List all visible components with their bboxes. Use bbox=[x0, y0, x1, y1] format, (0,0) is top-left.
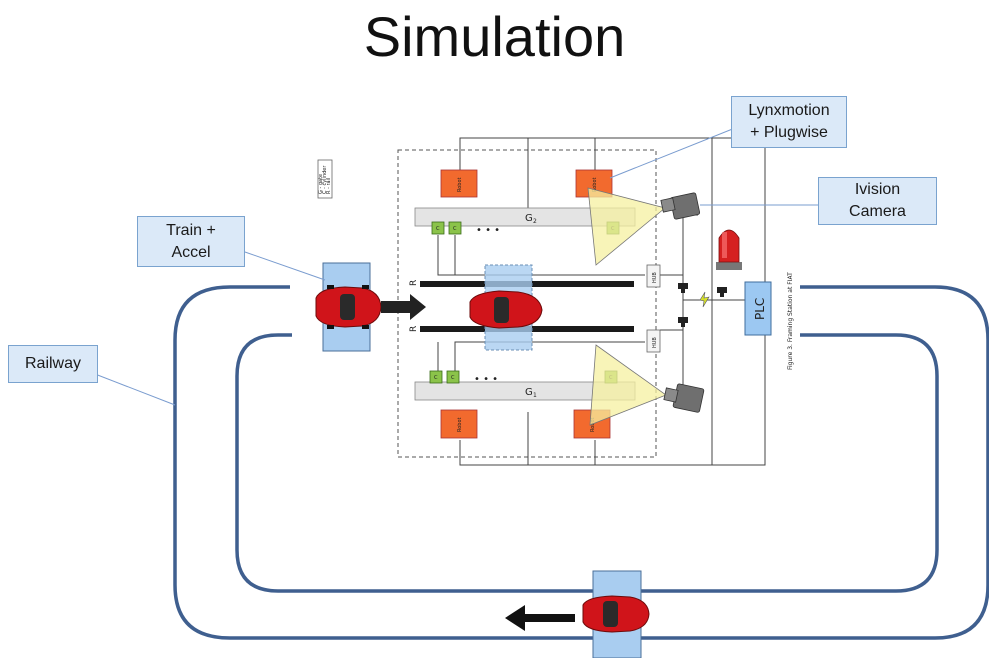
svg-text:C: C bbox=[451, 375, 455, 381]
camera-icon-top bbox=[660, 192, 701, 220]
plc-label: PLC bbox=[753, 298, 767, 320]
hub-bottom: HUB bbox=[646, 329, 661, 353]
camera-bottom-view bbox=[589, 344, 667, 426]
cylinders-bottom: C C C bbox=[429, 370, 618, 384]
train-car-returning bbox=[582, 595, 650, 633]
rail-bottom-label: R bbox=[409, 326, 419, 332]
callout-railway: Railway bbox=[8, 345, 98, 383]
railway-track bbox=[173, 285, 989, 640]
svg-text:G: G bbox=[525, 213, 533, 224]
svg-text:C: C bbox=[453, 226, 457, 232]
callout-connectors bbox=[94, 127, 820, 406]
svg-text:1: 1 bbox=[533, 392, 537, 399]
svg-text:C: C bbox=[436, 226, 440, 232]
lightning-icon bbox=[699, 291, 710, 308]
plc-box: PLC bbox=[744, 281, 772, 336]
legend-item-rail: R - rail bbox=[326, 178, 332, 194]
callout-lynxmotion-plugwise: Lynxmotion + Plugwise bbox=[731, 96, 847, 148]
arrow-left-icon bbox=[505, 605, 575, 631]
camera-top-view bbox=[587, 187, 666, 266]
legend-item-cylinder: C - cylinder bbox=[322, 165, 328, 194]
rail-top-label: R bbox=[409, 280, 419, 286]
callout-ivision-camera: Ivision Camera bbox=[818, 177, 937, 225]
ellipsis-bottom: • • • bbox=[474, 374, 498, 385]
train-car-entering bbox=[315, 285, 382, 329]
railway-outer-track bbox=[173, 285, 989, 640]
svg-text:Robot: Robot bbox=[592, 177, 598, 192]
svg-text:C: C bbox=[434, 375, 438, 381]
callout-train-accel: Train + Accel bbox=[137, 216, 245, 267]
arrow-right-icon bbox=[381, 294, 426, 320]
robot-top-left: Robot bbox=[440, 169, 478, 198]
legend-box: G - gate C - cylinder R - rail bbox=[317, 159, 333, 199]
svg-text:G: G bbox=[525, 387, 533, 398]
train-car-station bbox=[469, 290, 543, 329]
svg-text:2: 2 bbox=[533, 218, 537, 225]
camera-icon-bottom bbox=[663, 383, 705, 413]
svg-text:HUB: HUB bbox=[652, 272, 658, 283]
svg-text:Robot: Robot bbox=[457, 177, 463, 192]
ellipsis-top: • • • bbox=[476, 225, 500, 236]
legend-item-gate: G - gate bbox=[318, 174, 324, 194]
svg-text:HUB: HUB bbox=[652, 337, 658, 348]
hub-top: HUB bbox=[646, 264, 661, 288]
railway-inner-track bbox=[235, 333, 939, 593]
figure-caption: Figure 3. Framing Station at FIAT bbox=[787, 272, 794, 370]
page-title: Simulation bbox=[363, 5, 626, 68]
svg-text:Robot: Robot bbox=[457, 417, 463, 432]
sensor-icons bbox=[678, 283, 727, 327]
robot-bottom-left: Robot bbox=[440, 409, 478, 439]
svg-text:Robot: Robot bbox=[590, 417, 596, 432]
siren-icon bbox=[716, 229, 742, 270]
